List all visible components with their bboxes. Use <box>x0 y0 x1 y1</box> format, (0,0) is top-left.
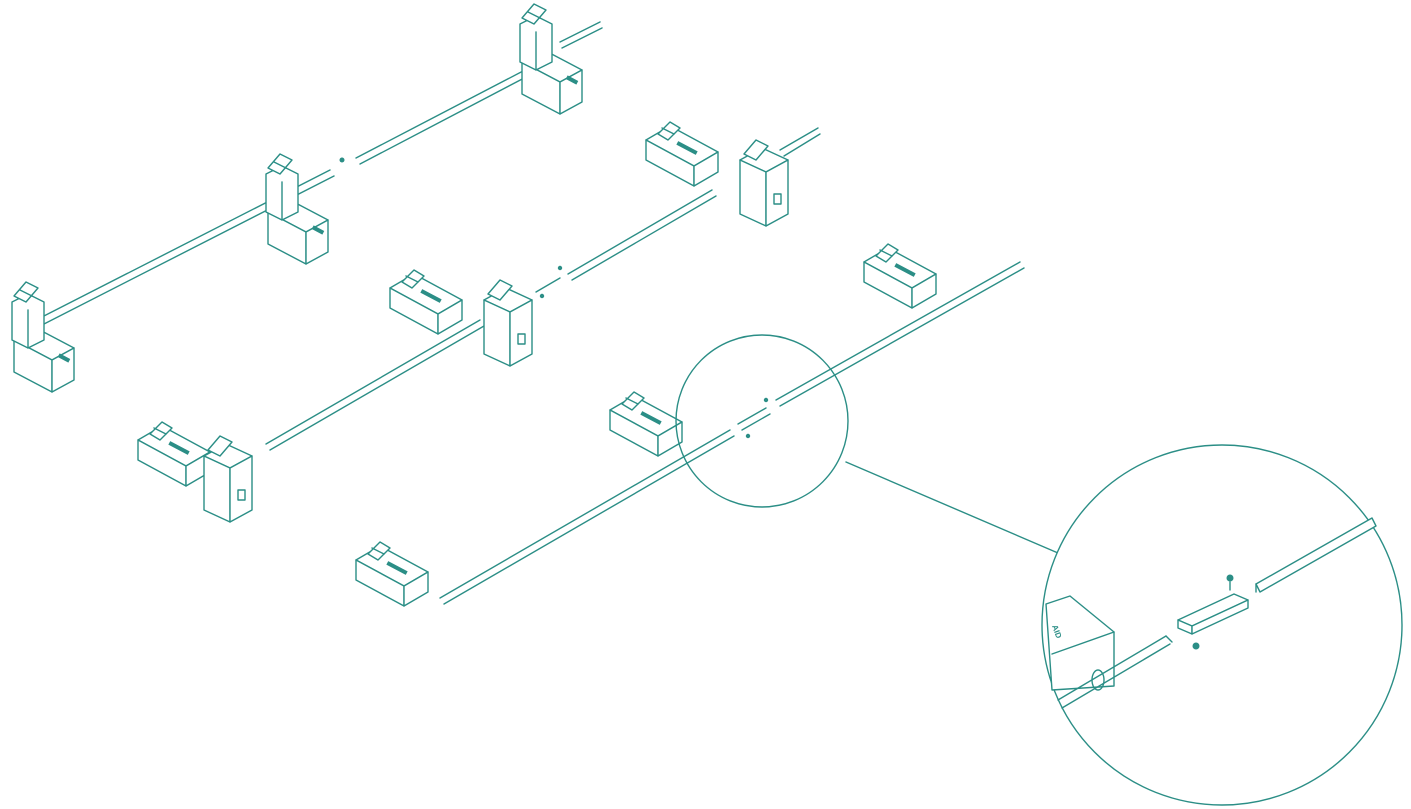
magnifier-detail-circle <box>1041 444 1403 806</box>
row-2-rear-flat-base <box>137 421 211 487</box>
row-2-rear-box <box>203 435 253 523</box>
row-1-screw <box>339 157 345 163</box>
detail-screw-top <box>1226 574 1234 582</box>
row-3-rail <box>439 261 1025 605</box>
row-2-front-box <box>739 139 789 227</box>
row-2-mid-box <box>483 279 533 367</box>
row-3-screw-top <box>763 397 769 403</box>
row-1-mid-base <box>265 153 329 265</box>
row-3-rear-base <box>355 541 429 607</box>
row-1-rear-base <box>11 281 75 393</box>
detail-clamp-ring <box>1091 669 1105 691</box>
row-3-mid-base <box>609 391 683 457</box>
row-3-screw-bottom <box>745 433 751 439</box>
row-2-front-flat-base <box>645 121 719 187</box>
row-3-front-base <box>863 243 937 309</box>
row-2-screw-top <box>557 265 563 271</box>
magnifier-detail: AID <box>1041 444 1403 806</box>
row-2-screw-bottom <box>539 293 545 299</box>
magnifier-connector-line <box>845 461 1059 554</box>
row-2-rail <box>265 127 821 451</box>
row-2-mid-flat-base <box>389 269 463 335</box>
magnifier-source-circle <box>675 334 849 508</box>
row-1-rail <box>39 21 603 325</box>
detail-screw-bottom <box>1192 642 1200 650</box>
row-1-front-base <box>519 3 583 115</box>
detail-base-label: AID <box>1050 624 1063 640</box>
